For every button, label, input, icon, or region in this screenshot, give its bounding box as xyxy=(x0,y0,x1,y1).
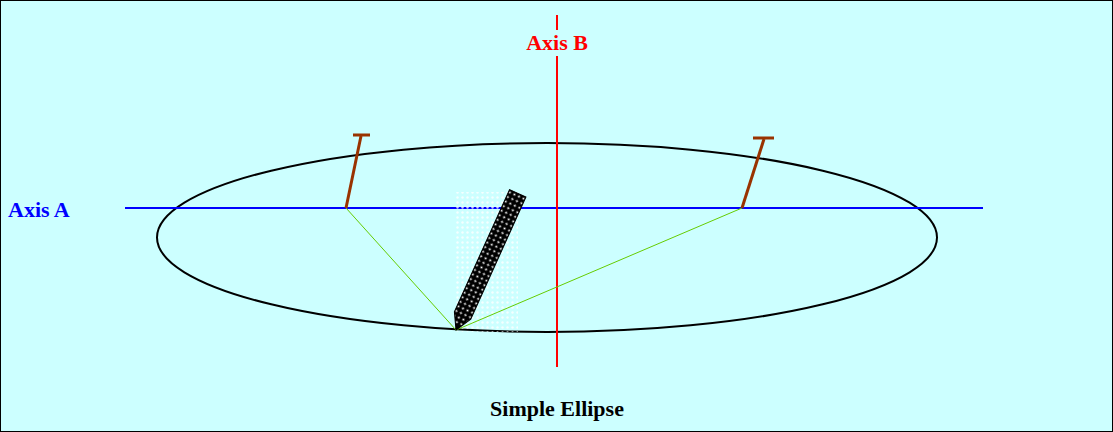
pencil xyxy=(448,190,526,334)
pin xyxy=(742,138,774,208)
axis-label: Axis A xyxy=(6,197,72,222)
ellipse-outline xyxy=(157,143,937,332)
axis-a-line xyxy=(125,207,983,209)
pin xyxy=(346,135,370,208)
string-line xyxy=(346,208,456,330)
axis-b-line xyxy=(556,15,558,367)
caption: Simple Ellipse xyxy=(488,396,626,421)
axis-label: Axis B xyxy=(524,30,590,55)
